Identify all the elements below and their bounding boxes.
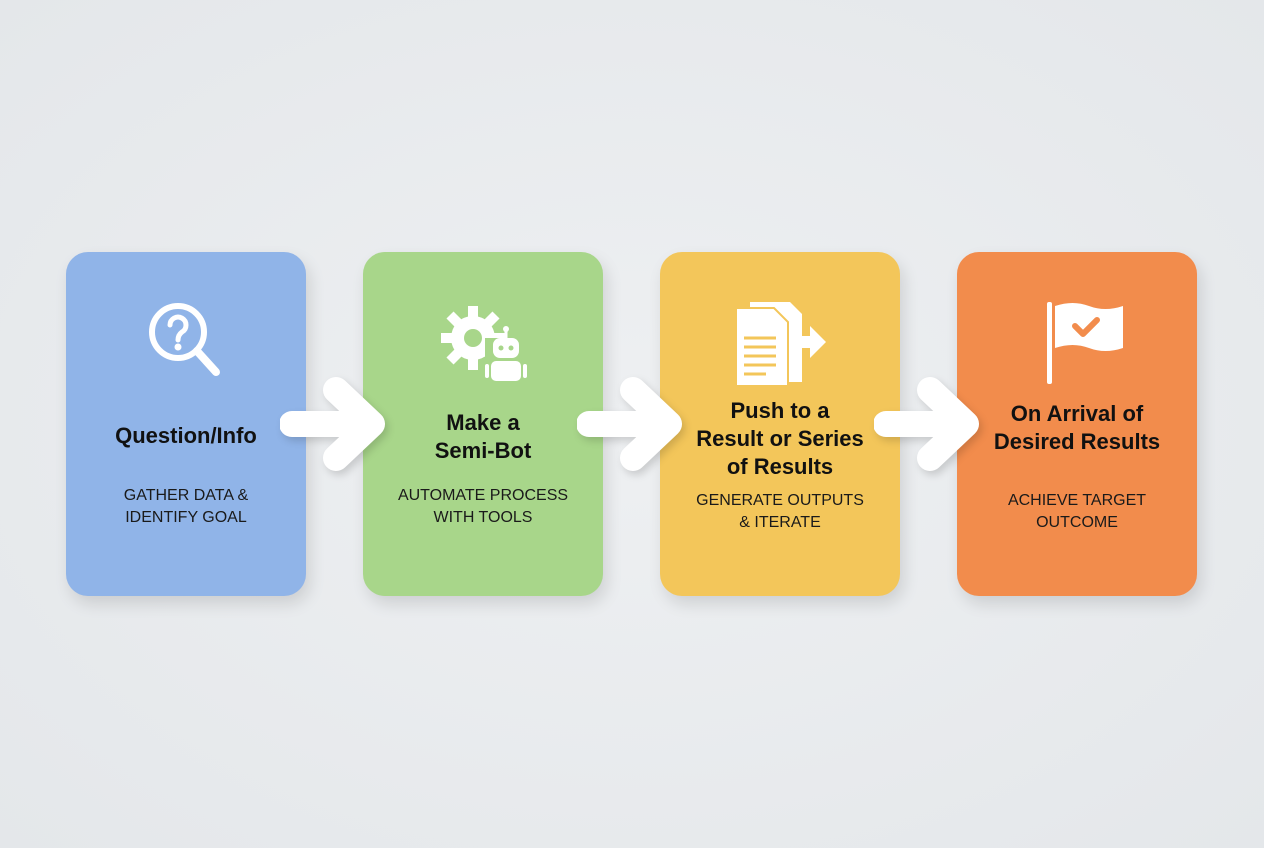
gear-robot-icon (433, 298, 533, 388)
step-title: Question/Info (115, 423, 257, 448)
arrow-right-icon (280, 377, 385, 471)
step-subtitle: GENERATE OUTPUTS& ITERATE (696, 492, 864, 531)
magnifier-question-icon (136, 298, 236, 388)
flag-check-icon (1027, 298, 1127, 388)
documents-arrow-icon (730, 298, 830, 388)
step-subtitle: GATHER DATA &IDENTIFY GOAL (123, 487, 249, 526)
arrow-right-icon (577, 377, 682, 471)
step-card-question-info: Question/Info GATHER DATA &IDENTIFY GOAL (66, 252, 306, 596)
arrow-right-icon (874, 377, 979, 471)
